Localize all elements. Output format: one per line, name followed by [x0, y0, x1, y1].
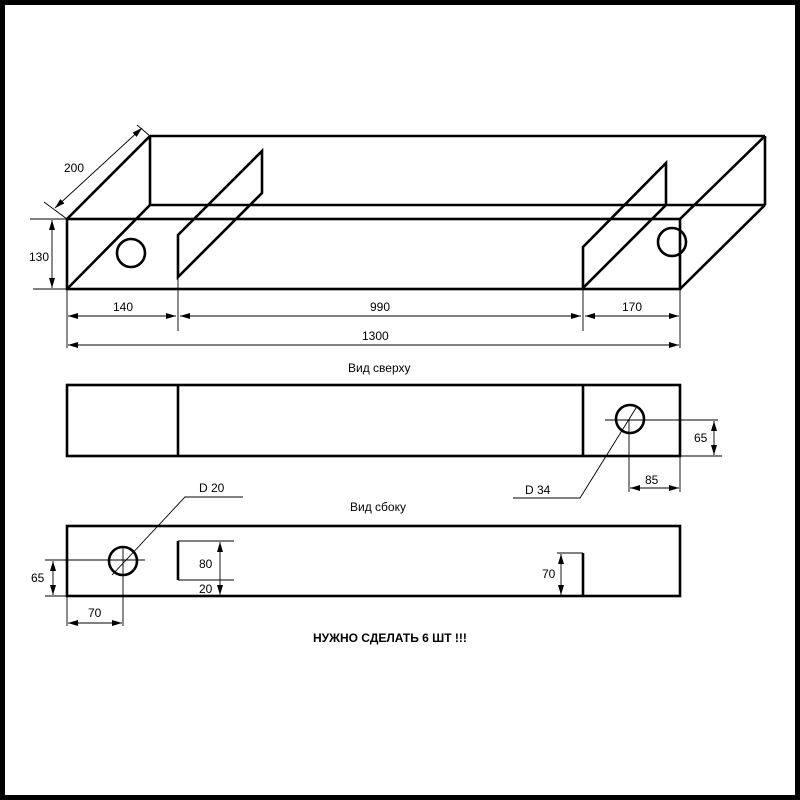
dim-65: 65	[694, 431, 708, 445]
production-note: НУЖНО СДЕЛАТЬ 6 ШТ !!!	[313, 631, 467, 645]
front-face	[65, 217, 682, 291]
isometric-view: 200 130 140 990 170 1300	[29, 124, 767, 348]
dim-hole-70: 70	[88, 606, 102, 620]
label-d34: D 34	[525, 483, 551, 497]
hole-left	[115, 237, 147, 269]
hole-d34	[614, 403, 646, 435]
side-view: Вид сбоку D 20 65 70 80 20 70	[31, 481, 682, 626]
dim-hole-65: 65	[31, 571, 45, 585]
left-partition	[176, 147, 264, 281]
dim-height: 130	[29, 250, 49, 264]
top-view-title: Вид сверху	[348, 361, 411, 375]
dim-right: 170	[622, 300, 642, 314]
dim-left: 140	[113, 300, 133, 314]
dim-slot-20: 20	[199, 582, 213, 596]
dim-middle: 990	[370, 300, 390, 314]
top-view: Вид сверху 65 85 D 34	[65, 361, 722, 499]
right-partition	[581, 159, 668, 289]
side-view-title: Вид сбоку	[350, 500, 406, 514]
dim-depth: 200	[64, 161, 84, 175]
dim-total: 1300	[362, 329, 389, 343]
dim-slot-80: 80	[199, 557, 213, 571]
dim-85: 85	[645, 473, 659, 487]
hole-right	[656, 226, 688, 258]
label-d20: D 20	[199, 481, 225, 495]
dim-right-slot-70: 70	[542, 567, 556, 581]
